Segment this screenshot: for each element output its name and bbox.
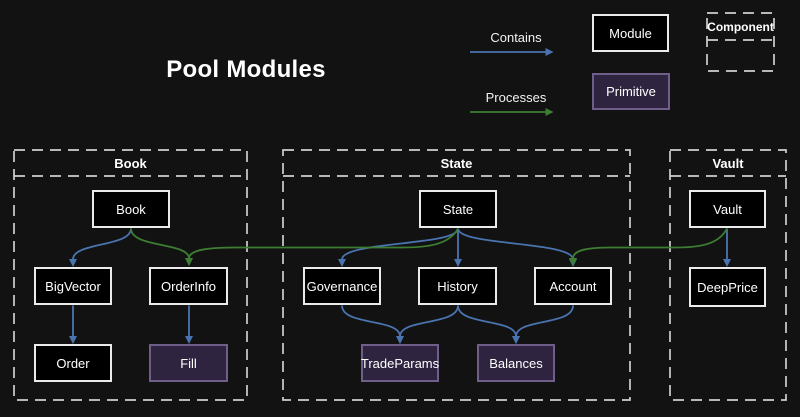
book-container-border bbox=[13, 149, 248, 401]
node-orderinfo: OrderInfo bbox=[149, 267, 228, 305]
node-governance: Governance bbox=[303, 267, 381, 305]
node-account: Account bbox=[534, 267, 612, 305]
node-vault: Vault bbox=[689, 190, 766, 228]
node-state: State bbox=[419, 190, 497, 228]
vault-container-title: Vault bbox=[712, 155, 744, 171]
node-deepprice-label: DeepPrice bbox=[697, 279, 758, 295]
node-orderinfo-label: OrderInfo bbox=[161, 278, 216, 294]
state-container-border bbox=[282, 149, 631, 401]
edge-book-orderinfo bbox=[130, 228, 193, 266]
book-container-title: Book bbox=[114, 155, 147, 171]
page-title: Pool Modules bbox=[166, 56, 326, 83]
edge-state-orderinfo bbox=[185, 228, 459, 266]
node-bigvector-label: BigVector bbox=[45, 278, 101, 294]
legend-component-label: Component bbox=[707, 20, 774, 34]
state-container-title: State bbox=[440, 155, 473, 171]
node-history-label: History bbox=[437, 278, 478, 294]
node-vault-label: Vault bbox=[713, 201, 742, 217]
edge-state-account bbox=[457, 228, 577, 267]
node-fill: Fill bbox=[149, 344, 228, 382]
node-history: History bbox=[418, 267, 497, 305]
node-account-label: Account bbox=[549, 278, 597, 294]
edge-state-governance bbox=[338, 228, 459, 267]
legend-processes-label: Processes bbox=[485, 90, 547, 105]
node-order-label: Order bbox=[56, 355, 90, 371]
node-state-label: State bbox=[442, 201, 474, 217]
node-deepprice: DeepPrice bbox=[689, 267, 766, 307]
node-balances-label: Balances bbox=[489, 355, 543, 371]
component-legend-border bbox=[706, 12, 775, 72]
node-book-label: Book bbox=[116, 201, 146, 217]
edge-history-tradeparams bbox=[396, 305, 459, 344]
node-bigvector: BigVector bbox=[34, 267, 112, 305]
edge-account-balances bbox=[512, 305, 574, 344]
vault-container-border bbox=[669, 149, 787, 401]
node-fill-label: Fill bbox=[180, 355, 197, 371]
edge-book-bigvector bbox=[69, 228, 132, 267]
node-tradeparams: TradeParams bbox=[361, 344, 439, 382]
legend-module-swatch: Module bbox=[592, 14, 669, 52]
edge-vault-account bbox=[569, 228, 728, 266]
node-order: Order bbox=[34, 344, 112, 382]
node-balances: Balances bbox=[477, 344, 555, 382]
legend-module-label: Module bbox=[609, 25, 652, 41]
node-book: Book bbox=[92, 190, 170, 228]
edge-governance-tradeparams bbox=[341, 305, 404, 344]
legend-primitive-swatch: Primitive bbox=[592, 73, 670, 110]
node-tradeparams-label: TradeParams bbox=[360, 355, 440, 371]
legend-contains-label: Contains bbox=[490, 30, 542, 45]
edge-history-balances bbox=[457, 305, 520, 344]
legend-primitive-label: Primitive bbox=[606, 84, 656, 99]
node-governance-label: Governance bbox=[306, 278, 378, 294]
